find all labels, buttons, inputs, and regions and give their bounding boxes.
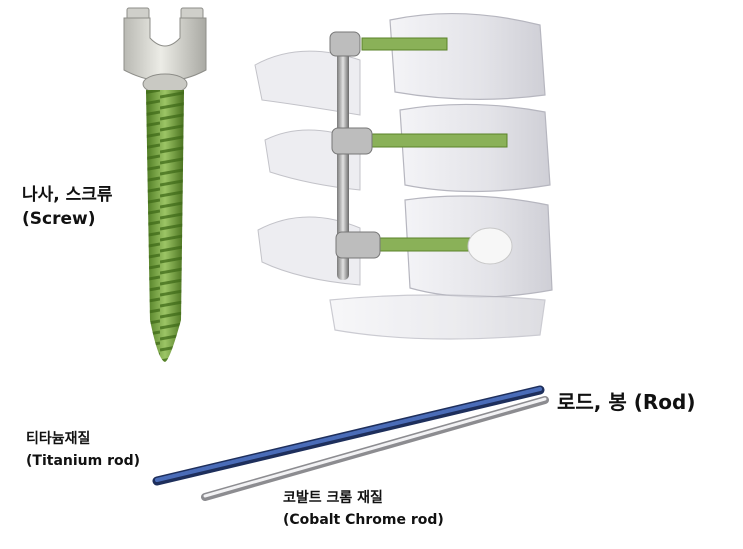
posterior-processes xyxy=(254,50,361,286)
cobalt-label-ko: 코발트 크롬 재질 xyxy=(283,490,383,506)
screw-label-ko: 나사, 스크류 xyxy=(22,185,113,205)
titanium-rod-label: 티타늄재질 (Titanium rod) xyxy=(26,428,140,472)
screw-label-en: (Screw) xyxy=(22,209,96,229)
titanium-label-ko: 티타늄재질 xyxy=(26,431,91,447)
vertical-spinal-rod xyxy=(337,45,349,280)
cobalt-chrome-rod-label: 코발트 크롬 재질 (Cobalt Chrome rod) xyxy=(283,487,444,531)
screw-connectors xyxy=(329,31,381,259)
rod-label: 로드, 봉 (Rod) xyxy=(557,390,696,414)
cobalt-label-en: (Cobalt Chrome rod) xyxy=(283,512,444,528)
screw-shaft xyxy=(146,90,184,362)
titanium-label-en: (Titanium rod) xyxy=(26,453,141,469)
vertebrae xyxy=(329,13,553,340)
screw-head xyxy=(123,7,207,95)
spine-screws xyxy=(361,37,513,265)
screw-label: 나사, 스크류 (Screw) xyxy=(22,183,113,231)
cobalt-chrome-rod xyxy=(201,396,549,501)
titanium-rod xyxy=(152,385,545,486)
